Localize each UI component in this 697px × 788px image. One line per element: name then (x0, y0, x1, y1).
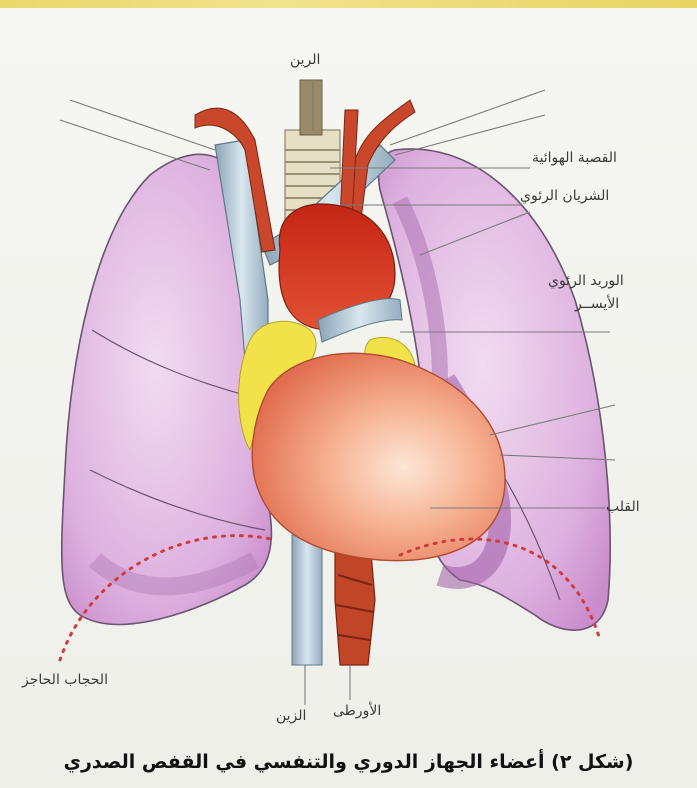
label-pulmonary-vein-2: الأيســر (575, 296, 619, 312)
label-diaphragm: الحجاب الحاجز (22, 672, 108, 688)
label-windpipe: القصبة الهوائية (532, 150, 617, 166)
label-pulmonary-vein-1: الوريد الرئوي (548, 273, 624, 289)
label-heart: القلب (606, 499, 640, 515)
figure-caption: (شكل ٢) أعضاء الجهاز الدوري والتنفسي في … (0, 742, 697, 782)
label-pulmonary-artery: الشريان الرئوي (520, 188, 609, 204)
inferior-vena-cava (292, 535, 322, 665)
label-trachea-top: الرين (290, 52, 320, 68)
label-vena-cava: الزين (276, 708, 306, 724)
label-aorta: الأورطى (333, 703, 381, 719)
esophagus-top (300, 80, 322, 135)
